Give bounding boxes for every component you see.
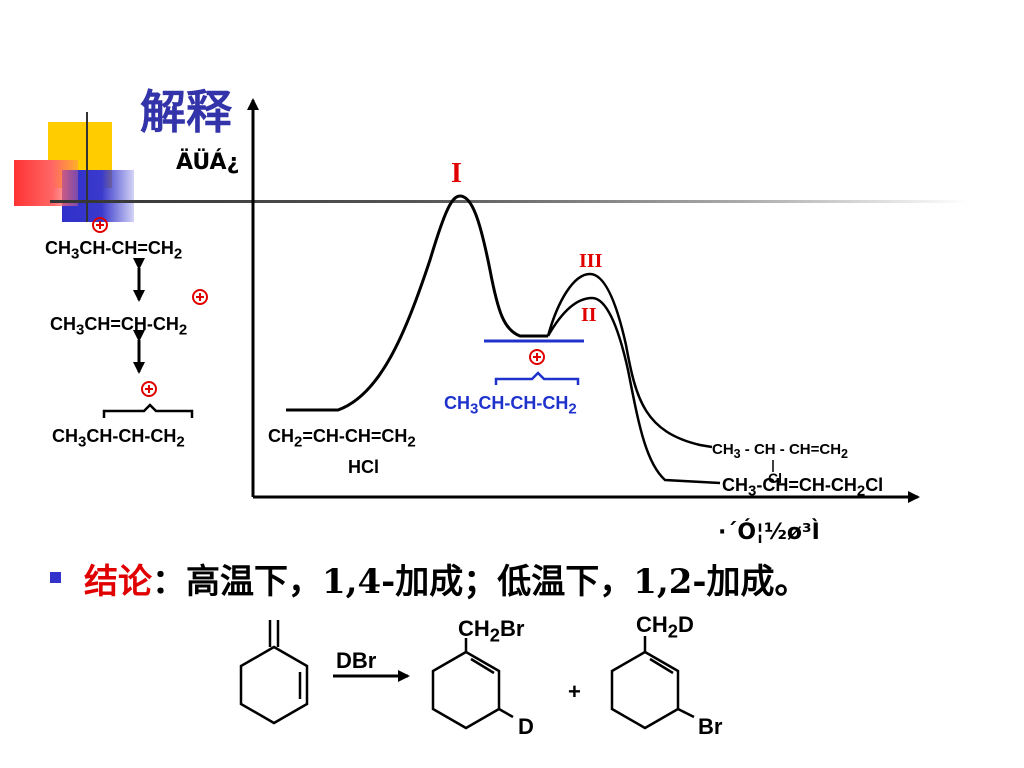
product-1-chlorine: Cl [768,470,782,486]
reactant-ring [239,620,309,725]
conclusion-text: 结论：高温下，1,4-加成；低温下，1,2-加成。 [84,554,809,603]
product-b-ring [610,636,695,730]
energy-axis-label: ÄÜÁ¿ [176,150,240,175]
product-1-2-adduct: CH3 - CH - CH=CH2 [712,441,848,461]
deco-vertical-line [86,112,88,222]
intermediate-cation: CH3CH-CH-CH2 [444,393,577,418]
bullet-square [50,572,61,583]
product-b-top-group: CH2D [636,612,694,642]
reactant-diene: CH2=CH-CH=CH2 [268,426,416,451]
peak-label-iii: III [579,250,603,272]
deco-red-block [14,160,78,206]
product-b-substituent: Br [698,714,723,739]
energy-curve-iii [546,272,713,449]
peak-label-ii: II [581,304,597,326]
carbocation-structure-2: CH3CH=CH-CH2 [50,314,188,339]
product-1-4-adduct: CH3-CH=CH-CH2Cl [722,475,884,500]
plus-charge-icon [192,289,208,305]
reactant-hcl: HCl [348,457,379,477]
slide-title: 解释 [140,85,232,139]
allyl-bracket-left [102,403,194,418]
carbocation-structure-3: CH3CH-CH-CH2 [52,426,185,451]
reagent-dbr: DBr [336,648,377,673]
conclusion-prefix: 结论 [84,562,152,602]
reaction-coordinate-label: ·´Ó¦½ø³Ì [718,520,820,545]
energy-curve-ii [546,296,721,485]
plus-charge-icon [529,349,545,365]
carbocation-structure-1: CH3CH-CH=CH2 [45,238,183,263]
conclusion-body: ：高温下，1,4-加成；低温下，1,2-加成。 [152,562,809,602]
energy-curve-main [286,194,548,412]
product-a-top-group: CH2Br [458,616,525,646]
deco-horizontal-line [50,200,970,203]
product-a-substituent: D [518,714,534,739]
peak-label-i: I [451,158,462,189]
product-a-ring [431,638,514,730]
plus-charge-icon [92,217,108,233]
intermediate-bracket [494,371,580,385]
plus-charge-icon [141,381,157,397]
plus-sign: + [568,679,581,704]
